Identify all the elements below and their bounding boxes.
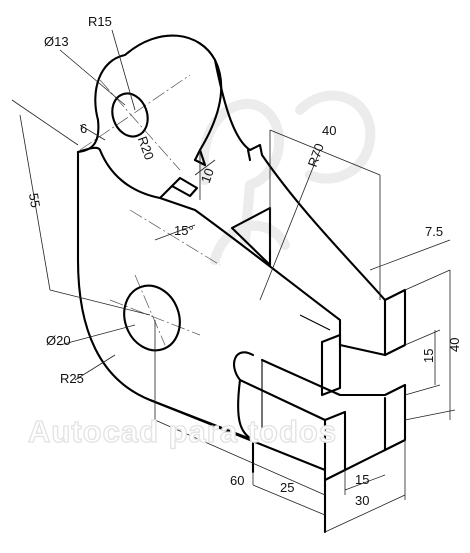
- part-outline: [76, 34, 407, 534]
- dim-d13: Ø13: [44, 34, 69, 49]
- dim-15-right: 15: [421, 349, 436, 363]
- dim-r25: R25: [60, 371, 84, 386]
- dim-7-5: 7.5: [425, 224, 443, 239]
- dim-25: 25: [280, 480, 294, 495]
- dim-30: 30: [355, 493, 369, 508]
- dim-r20: R20: [135, 134, 157, 162]
- dim-40-right: 40: [447, 338, 462, 352]
- dim-6: 6: [80, 121, 87, 136]
- dim-d20: Ø20: [46, 333, 71, 348]
- dim-15-deg: 15°: [174, 223, 194, 238]
- dimension-lines: [11, 29, 456, 533]
- construction-lines: [261, 314, 331, 440]
- centre-lines: [79, 74, 221, 346]
- dim-60: 60: [230, 473, 244, 488]
- watermark-text: Autocad para todos: [28, 414, 337, 449]
- dim-15-bottom: 15: [355, 472, 369, 487]
- dim-55: 55: [26, 192, 43, 209]
- dim-r15: R15: [88, 14, 112, 29]
- dim-40-top: 40: [322, 123, 336, 138]
- dim-10: 10: [198, 166, 217, 185]
